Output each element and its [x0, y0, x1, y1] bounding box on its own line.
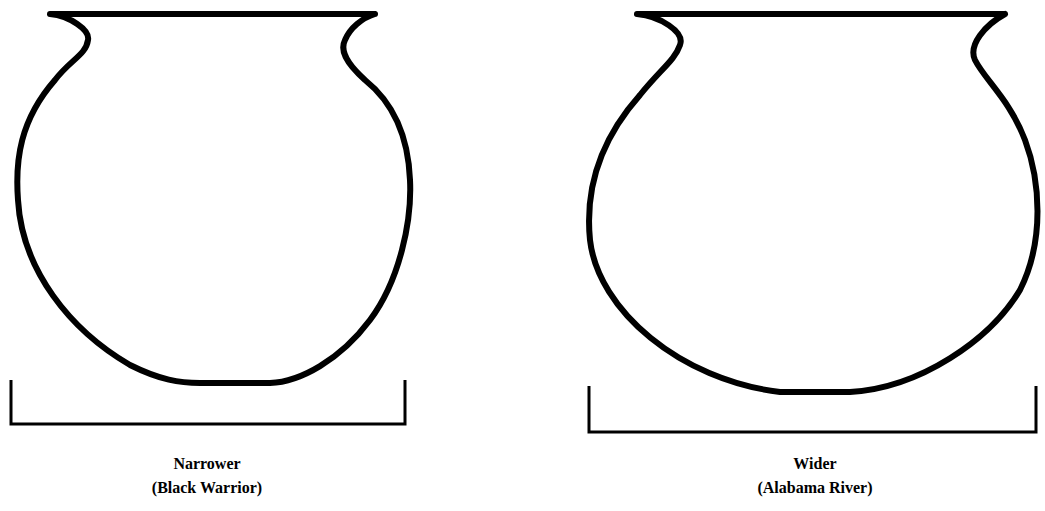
- pot-outline: [17, 14, 410, 383]
- caption-label: Narrower: [173, 456, 240, 472]
- caption-label: Wider: [793, 456, 836, 472]
- width-bracket: [11, 380, 405, 424]
- width-bracket: [589, 386, 1036, 432]
- pot-outline: [589, 14, 1037, 392]
- caption-label: (Alabama River): [757, 480, 872, 496]
- caption-label: (Black Warrior): [152, 480, 262, 496]
